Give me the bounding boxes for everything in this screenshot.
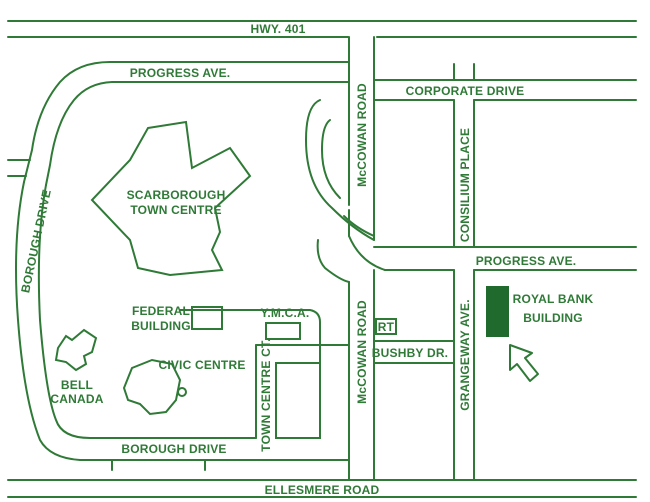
bell-canada-building <box>54 328 98 372</box>
royal-bank-building <box>486 286 509 337</box>
progress-ave-north-label: PROGRESS AVE. <box>130 66 231 80</box>
borough-drive-inner-east <box>275 344 350 439</box>
federal-label-line1: FEDERAL <box>132 304 190 318</box>
progress-ave-curve-link <box>348 235 386 271</box>
grangeway-ave-label: GRANGEWAY AVE. <box>458 299 472 411</box>
scarborough-label-line1: SCARBOROUGH <box>127 188 226 202</box>
borough-drive-inner <box>37 184 257 439</box>
bell-label-line1: BELL <box>61 378 93 392</box>
royal-bank-label-line1: ROYAL BANK <box>513 292 594 306</box>
borough-drive-south-label: BOROUGH DRIVE <box>121 442 226 456</box>
progress-ave-curve-link <box>316 239 350 283</box>
bell-label-line2: CANADA <box>50 392 103 406</box>
federal-label-line2: BUILDING <box>131 319 191 333</box>
town-centre-ct-building <box>275 362 321 439</box>
borough-drive-west-label: BOROUGH DRIVE <box>18 188 54 294</box>
scarborough-town-centre-building <box>90 120 252 277</box>
progress-ave-curve-link <box>343 215 375 237</box>
civic-centre-building <box>122 358 182 416</box>
civic-centre-label: CIVIC CENTRE <box>158 358 245 372</box>
civic-centre-annex <box>177 387 187 397</box>
hwy-401-label: HWY. 401 <box>251 22 306 36</box>
rt-station <box>375 318 397 335</box>
ymca-building <box>265 322 301 340</box>
progress-ave-curve-north <box>305 99 375 241</box>
federal-building <box>191 306 223 330</box>
scarborough-label-line2: TOWN CENTRE <box>130 203 221 217</box>
progress-ave-east-label: PROGRESS AVE. <box>476 254 577 268</box>
ymca-label: Y.M.C.A. <box>261 306 310 320</box>
consilium-place-label: CONSILIUM PLACE <box>458 128 472 242</box>
ellesmere-road-label: ELLESMERE ROAD <box>265 483 380 497</box>
mccowan-road-north-label: McCOWAN ROAD <box>355 83 369 187</box>
town-centre-ct-label: TOWN CENTRE CT. <box>259 338 273 451</box>
bushby-dr-label: BUSHBY DR. <box>372 346 448 360</box>
rt-label: RT <box>378 320 395 334</box>
progress-ave-north-inner <box>45 81 350 186</box>
borough-drive-outer <box>15 181 350 461</box>
royal-bank-label-line2: BUILDING <box>523 311 583 325</box>
borough-drive-inner-east <box>179 309 321 346</box>
corporate-drive-label: CORPORATE DRIVE <box>406 84 525 98</box>
progress-ave-curve-south <box>321 119 341 199</box>
mccowan-road-south-label: McCOWAN ROAD <box>355 300 369 404</box>
arrow-pointer-icon <box>509 344 539 382</box>
progress-ave-north-outer <box>23 61 350 183</box>
